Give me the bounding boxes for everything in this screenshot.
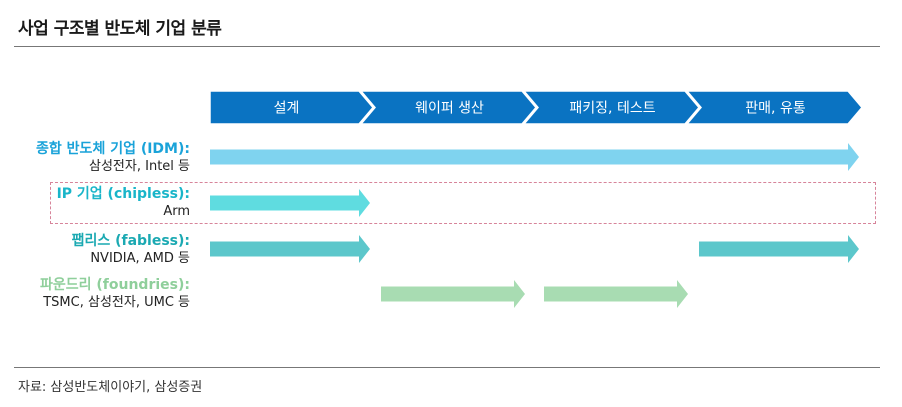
title-divider xyxy=(14,46,880,47)
row-label-foundries: 파운드리 (foundries): TSMC, 삼성전자, UMC 등 xyxy=(40,276,190,312)
activity-arrow xyxy=(210,189,370,217)
page-title: 사업 구조별 반도체 기업 분류 xyxy=(18,19,222,39)
stage-label: 판매, 유통 xyxy=(745,101,806,117)
stage-arrow xyxy=(209,90,374,125)
stage-label: 웨이퍼 생산 xyxy=(415,101,484,117)
stage-label: 설계 xyxy=(274,101,300,117)
row-name: 종합 반도체 기업 (IDM): xyxy=(36,141,190,157)
row-examples: 삼성전자, Intel 등 xyxy=(89,159,190,174)
chipless-highlight-box xyxy=(50,182,876,224)
business-row-arrows xyxy=(210,143,859,308)
stage-arrow xyxy=(359,90,537,125)
stage-header-arrows: 설계 웨이퍼 생산 패키징, 테스트 판매, 유통 xyxy=(209,90,863,125)
stage-label: 패키징, 테스트 xyxy=(569,101,655,117)
activity-arrow xyxy=(699,235,859,263)
row-examples: NVIDIA, AMD 등 xyxy=(90,251,190,266)
row-label-chipless: IP 기업 (chipless): Arm xyxy=(57,185,190,221)
source-note: 자료: 삼성반도체이야기, 삼성증권 xyxy=(18,380,203,395)
row-label-idm: 종합 반도체 기업 (IDM): 삼성전자, Intel 등 xyxy=(36,140,190,176)
row-name: IP 기업 (chipless): xyxy=(56,186,190,202)
row-examples: Arm xyxy=(163,204,190,219)
footer-divider xyxy=(14,367,880,368)
row-label-fabless: 팹리스 (fabless): NVIDIA, AMD 등 xyxy=(72,232,190,268)
activity-arrow xyxy=(544,280,688,308)
activity-arrow xyxy=(210,235,370,263)
stage-arrow xyxy=(685,90,863,125)
activity-arrow xyxy=(210,143,859,171)
row-examples: TSMC, 삼성전자, UMC 등 xyxy=(43,295,190,310)
row-name: 팹리스 (fabless): xyxy=(71,233,190,249)
row-name: 파운드리 (foundries): xyxy=(40,277,190,293)
activity-arrow xyxy=(381,280,525,308)
stage-arrow xyxy=(522,90,700,125)
